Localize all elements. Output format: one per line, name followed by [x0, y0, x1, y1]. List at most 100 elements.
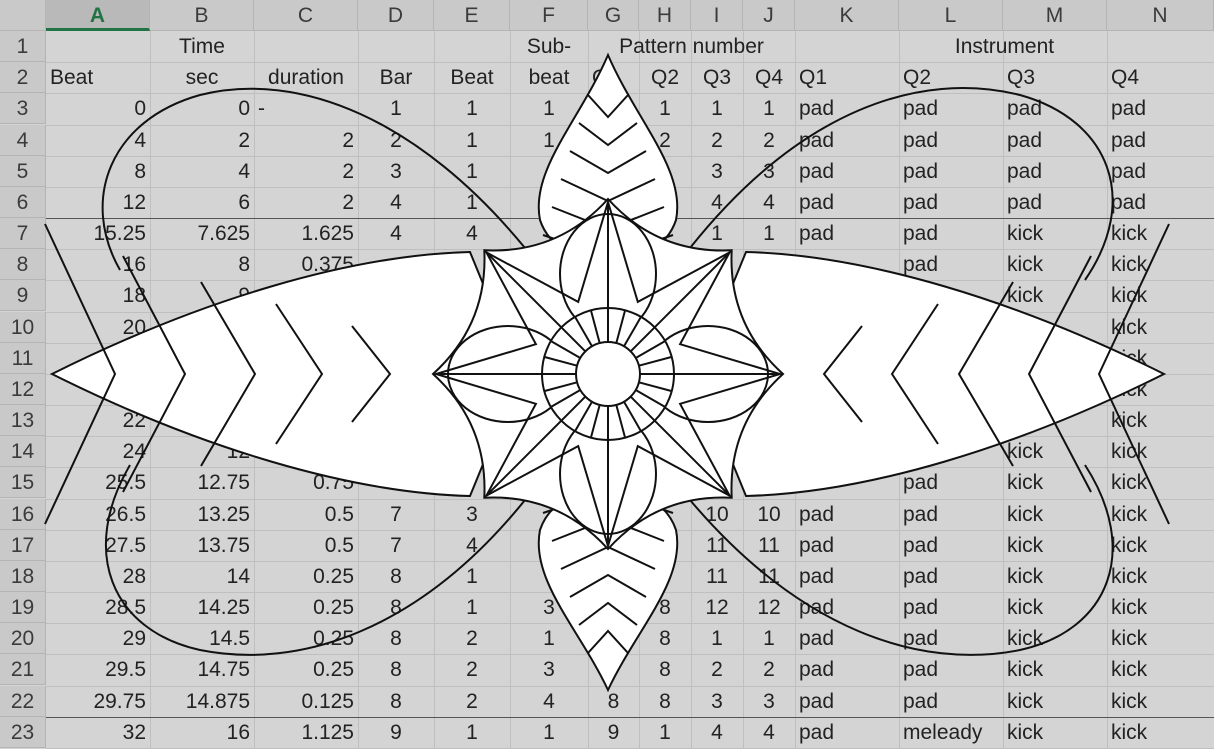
cell-n8[interactable]: kick — [1111, 253, 1148, 277]
cell-a16[interactable]: 26.5 — [105, 502, 146, 526]
cell-m17[interactable]: kick — [1007, 533, 1044, 557]
cell-c7[interactable]: 1.625 — [301, 222, 354, 246]
cell-j7[interactable]: 1 — [763, 222, 775, 246]
row-header-16[interactable]: 16 — [0, 498, 46, 530]
cell-a6[interactable]: 12 — [122, 190, 146, 214]
row-header-23[interactable]: 23 — [0, 716, 46, 748]
row-header-7[interactable]: 7 — [0, 218, 46, 250]
cell-f4[interactable]: 1 — [543, 128, 555, 152]
column-header-k[interactable]: K — [795, 0, 899, 31]
cell-c3[interactable]: - — [258, 97, 265, 121]
column-header-j[interactable]: J — [743, 0, 795, 31]
column-header-b[interactable]: B — [150, 0, 254, 31]
row-header-1[interactable]: 1 — [0, 31, 46, 62]
cell-j22[interactable]: 3 — [763, 689, 775, 713]
cell-n3[interactable]: pad — [1111, 97, 1147, 121]
cell-c23[interactable]: 1.125 — [301, 720, 354, 744]
cell-k17[interactable]: pad — [799, 533, 835, 557]
cell-k19[interactable]: pad — [799, 596, 835, 620]
cell-m4[interactable]: pad — [1007, 128, 1043, 152]
cell-j3[interactable]: 1 — [763, 97, 775, 121]
column-header-m[interactable]: M — [1003, 0, 1107, 31]
cell-j16[interactable]: 10 — [757, 502, 781, 526]
cell-i20[interactable]: 1 — [711, 627, 723, 651]
cell-a5[interactable]: 8 — [134, 159, 146, 183]
cell-m14[interactable]: kick — [1007, 440, 1044, 464]
cell-n5[interactable]: pad — [1111, 159, 1147, 183]
cell-b7[interactable]: 7.625 — [197, 222, 250, 246]
row-header-5[interactable]: 5 — [0, 155, 46, 187]
cell-d21[interactable]: 8 — [390, 658, 402, 682]
cell-l17[interactable]: pad — [903, 533, 939, 557]
cell-h20[interactable]: 8 — [659, 627, 671, 651]
cell-l5[interactable]: pad — [903, 159, 939, 183]
row-header-3[interactable]: 3 — [0, 93, 46, 125]
cell-d17[interactable]: 7 — [390, 533, 402, 557]
cell-a23[interactable]: 32 — [122, 720, 146, 744]
cell-i19[interactable]: 12 — [705, 596, 729, 620]
subheader-l[interactable]: Q2 — [903, 66, 932, 90]
header-time[interactable]: Time — [179, 35, 225, 58]
subheader-c[interactable]: duration — [268, 66, 344, 90]
column-header-f[interactable]: F — [510, 0, 588, 31]
cell-k18[interactable]: pad — [799, 564, 835, 588]
row-header-19[interactable]: 19 — [0, 592, 46, 624]
cell-h3[interactable]: 1 — [659, 97, 671, 121]
cell-k7[interactable]: pad — [799, 222, 835, 246]
cell-f19[interactable]: 3 — [543, 596, 555, 620]
cell-i21[interactable]: 2 — [711, 658, 723, 682]
cell-l22[interactable]: pad — [903, 689, 939, 713]
subheader-a[interactable]: Beat — [50, 66, 94, 90]
cell-i5[interactable]: 3 — [711, 159, 723, 183]
cell-b19[interactable]: 14.25 — [197, 596, 250, 620]
cell-j4[interactable]: 2 — [763, 128, 775, 152]
cell-n16[interactable]: kick — [1111, 502, 1148, 526]
cell-d3[interactable]: 1 — [390, 97, 402, 121]
cell-b21[interactable]: 14.75 — [197, 658, 250, 682]
cell-c22[interactable]: 0.125 — [301, 689, 354, 713]
cell-l6[interactable]: pad — [903, 190, 939, 214]
column-header-i[interactable]: I — [691, 0, 743, 31]
cell-j21[interactable]: 2 — [763, 658, 775, 682]
header-pattern-number[interactable]: Pattern number — [619, 35, 764, 58]
cell-b3[interactable]: 0 — [238, 97, 250, 121]
subheader-k[interactable]: Q1 — [799, 66, 828, 90]
cell-n17[interactable]: kick — [1111, 533, 1148, 557]
cell-d6[interactable]: 4 — [390, 190, 402, 214]
cell-e3[interactable]: 1 — [466, 97, 478, 121]
row-header-21[interactable]: 21 — [0, 654, 46, 686]
cell-i18[interactable]: 11 — [706, 564, 728, 588]
cell-a4[interactable]: 4 — [134, 128, 146, 152]
cell-h23[interactable]: 1 — [659, 720, 671, 744]
subheader-b[interactable]: sec — [185, 66, 219, 90]
row-header-4[interactable]: 4 — [0, 124, 46, 156]
cell-e19[interactable]: 1 — [466, 596, 478, 620]
cell-a17[interactable]: 27.5 — [105, 533, 146, 557]
cell-n21[interactable]: kick — [1111, 658, 1148, 682]
cell-i23[interactable]: 4 — [711, 720, 723, 744]
column-header-a[interactable]: A — [46, 0, 150, 31]
cell-n20[interactable]: kick — [1111, 627, 1148, 651]
cell-k21[interactable]: pad — [799, 658, 835, 682]
cell-d7[interactable]: 4 — [390, 222, 402, 246]
cell-i16[interactable]: 10 — [705, 502, 729, 526]
cell-e6[interactable]: 1 — [466, 190, 478, 214]
cell-a20[interactable]: 29 — [122, 627, 146, 651]
cell-k5[interactable]: pad — [799, 159, 835, 183]
cell-a3[interactable]: 0 — [134, 97, 146, 121]
cell-n6[interactable]: pad — [1111, 190, 1147, 214]
cell-l8[interactable]: pad — [903, 253, 939, 277]
cell-a18[interactable]: 28 — [122, 564, 146, 588]
cell-k3[interactable]: pad — [799, 97, 835, 121]
cell-f23[interactable]: 1 — [543, 720, 555, 744]
cell-l23[interactable]: meleady — [903, 720, 983, 744]
cell-c19[interactable]: 0.25 — [313, 596, 354, 620]
cell-k6[interactable]: pad — [799, 190, 835, 214]
cell-e5[interactable]: 1 — [466, 159, 478, 183]
cell-h19[interactable]: 8 — [659, 596, 671, 620]
cell-a21[interactable]: 29.5 — [105, 658, 146, 682]
cell-d16[interactable]: 7 — [390, 502, 402, 526]
cell-l21[interactable]: pad — [903, 658, 939, 682]
cell-b23[interactable]: 16 — [226, 720, 250, 744]
column-header-d[interactable]: D — [358, 0, 434, 31]
